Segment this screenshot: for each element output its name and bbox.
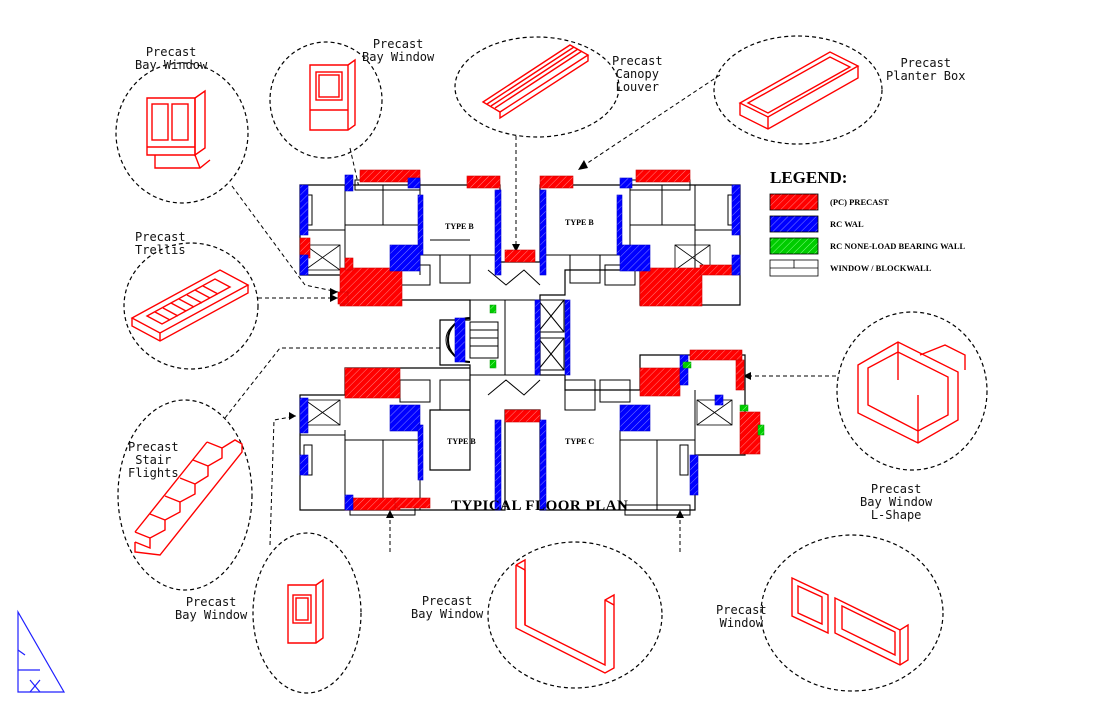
legend-swatches — [769, 193, 819, 277]
legend-label-window-blockwall: WINDOW / BLOCKWALL — [830, 263, 932, 273]
north-arrow-icon — [17, 609, 66, 693]
unit-label-top-left: TYPE B — [445, 222, 474, 231]
callout-ellipse-stair-flights — [117, 399, 253, 591]
callout-label-bay-window-1: Precast Bay Window — [135, 45, 208, 72]
unit-label-bottom-right: TYPE C — [565, 437, 595, 446]
floor-plan — [299, 169, 765, 516]
callout-label-bay-window-lshape: Precast Bay Window L-Shape — [860, 482, 933, 522]
planter-box-icon — [738, 51, 860, 130]
trellis-icon — [130, 269, 250, 342]
callout-ellipse-bay-window-lshape — [836, 311, 988, 471]
legend-label-precast: (PC) PRECAST — [830, 197, 889, 207]
bay-window-1-icon — [146, 89, 211, 169]
callout-label-window: Precast Window — [716, 603, 767, 630]
callout-label-canopy-louver: Precast Canopy Louver — [612, 54, 663, 94]
bay-window-lshape-icon — [857, 341, 966, 444]
legend-label-rc-wall: RC WAL — [830, 219, 864, 229]
unit-label-top-right: TYPE B — [565, 218, 594, 227]
bay-window-2-icon — [309, 58, 356, 131]
callout-label-stair-flights: Precast Stair Flights — [128, 440, 179, 480]
bay-window-4-icon — [515, 558, 615, 674]
callout-ellipse-trellis — [123, 242, 259, 370]
callout-ellipse-planter-box — [713, 35, 883, 145]
bay-window-3-icon — [287, 578, 324, 644]
legend-label-rc-non-load-bearing: RC NONE-LOAD BEARING WALL — [830, 241, 966, 251]
legend-title: LEGEND: — [770, 168, 848, 187]
canopy-louver-icon — [481, 44, 590, 120]
stair-flights-icon — [134, 439, 243, 556]
callout-ellipse-bay-window-3 — [252, 532, 362, 694]
callout-ellipse-bay-window-2 — [269, 41, 383, 159]
callout-label-trellis: Precast Trellis — [135, 230, 186, 257]
unit-label-bottom-left: TYPE B — [447, 437, 476, 446]
leader-arrowheads — [289, 160, 751, 518]
callout-ellipse-bay-window-4 — [487, 541, 663, 689]
callout-label-planter-box: Precast Planter Box — [886, 56, 966, 83]
callout-label-bay-window-2: Precast Bay Window — [362, 37, 435, 64]
callout-ellipse-bay-window-1 — [115, 62, 249, 204]
callout-ellipse-window — [760, 534, 944, 692]
callout-label-bay-window-3: Precast Bay Window — [175, 595, 248, 622]
callout-label-bay-window-4: Precast Bay Window — [411, 594, 484, 621]
floor-plan-title: TYPICAL FLOOR PLAN — [451, 498, 629, 514]
callout-ellipse-canopy-louver — [454, 36, 620, 138]
window-icon — [791, 576, 909, 666]
